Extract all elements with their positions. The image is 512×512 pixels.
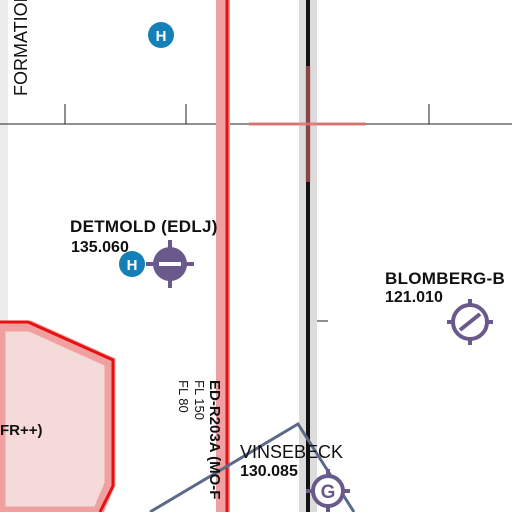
airspace-polygon-edge — [0, 320, 115, 512]
svg-text:H: H — [156, 28, 167, 45]
svg-text:H: H — [127, 257, 138, 274]
airport-name[interactable]: DETMOLD (EDLJ) — [70, 217, 218, 236]
airport-frequency: 121.010 — [385, 289, 443, 306]
helipad-icon[interactable]: H — [119, 251, 145, 277]
airport-name[interactable]: BLOMBERG-B — [385, 269, 506, 288]
svg-text:G: G — [321, 482, 336, 503]
airport-frequency: 135.060 — [71, 239, 129, 256]
airport-symbol-icon[interactable] — [447, 299, 493, 345]
airspace-polygon — [0, 320, 116, 512]
airport-frequency: 130.085 — [240, 463, 298, 480]
airport-symbol-icon[interactable] — [146, 240, 194, 288]
left-border-band — [0, 0, 8, 512]
helipad-icon[interactable]: H — [148, 22, 174, 48]
restricted-area-label: ED-R203A (MO-F — [206, 380, 223, 500]
restricted-area-lower: FL 80 — [176, 380, 191, 413]
glider-site-icon[interactable]: G — [306, 469, 350, 512]
airspace-label: FR++) — [0, 422, 43, 439]
vertical-text-left: FORMATION — [11, 0, 31, 96]
airport-name[interactable]: VINSEBECK — [240, 442, 344, 462]
restricted-area-upper: FL 150 — [192, 380, 207, 420]
